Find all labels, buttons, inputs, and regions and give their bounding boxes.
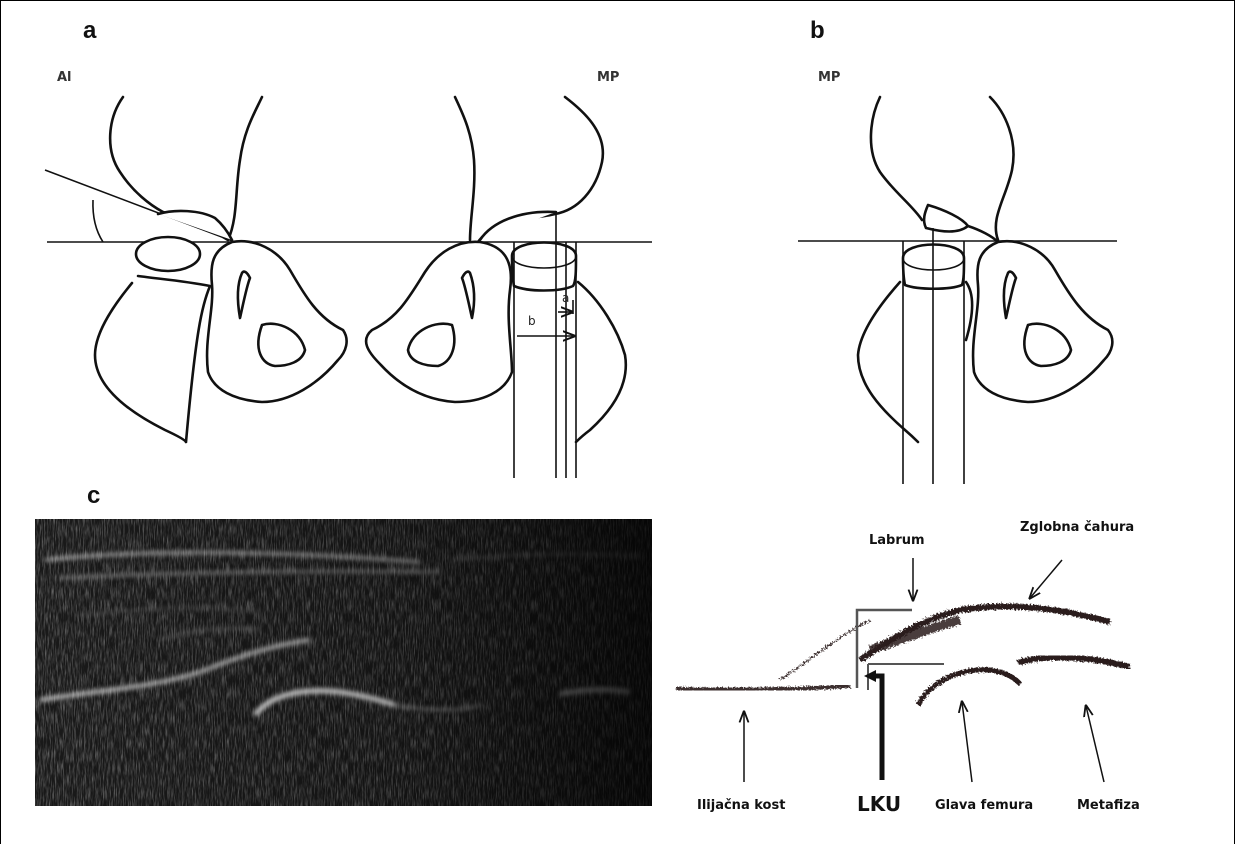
left-ischium [207,241,347,402]
panel-b-letter: b [810,17,825,44]
panel-a-label-left: Al [57,70,72,85]
labrum-capsule-contour [860,606,1110,660]
panel-a: a Al MP [45,17,652,478]
capsule-arrow [1030,560,1062,598]
label-capsule: Zglobna čahura [1020,520,1134,535]
b-roof-fragment [924,205,968,232]
right-ischium [366,242,512,402]
right-femoral-shaft [499,282,625,442]
panel-a-label-right: MP [597,70,619,85]
ilium-contour [676,686,850,690]
metaphysis-contour [1018,657,1130,667]
panel-c: c [35,482,1140,816]
left-femoral-shaft [95,276,210,442]
lku-pointer-head [864,670,876,682]
femoral-head-arrow [962,702,972,782]
panel-b: b MP [798,17,1117,484]
label-ilium: Ilijačna kost [697,798,785,813]
panel-a-letter: a [83,17,97,44]
panel-b-label: MP [818,70,840,85]
left-femoral-head [136,237,200,271]
ultrasound-image [35,519,652,806]
panel-c-letter: c [87,482,100,509]
meas-b-label: b [528,314,536,328]
b-roof-lip [968,226,998,242]
alpha-angle-arc [93,200,103,242]
metaphysis-arrow [1086,706,1104,782]
lku-pointer [872,676,882,780]
meas-a-label: a [562,291,569,305]
label-femoral-head: Glava femura [935,798,1033,813]
b-femoral-shaft [858,282,972,442]
ultrasound-schematic: Labrum Zglobna čahura Ilijačna kost LKU … [676,520,1140,816]
label-lku: LKU [857,792,901,816]
label-metaphysis: Metafiza [1077,798,1140,813]
femoral-head-contour [918,670,1020,705]
b-ischium [973,241,1112,402]
ultrasound-shadow [35,519,652,806]
label-labrum: Labrum [869,533,925,548]
